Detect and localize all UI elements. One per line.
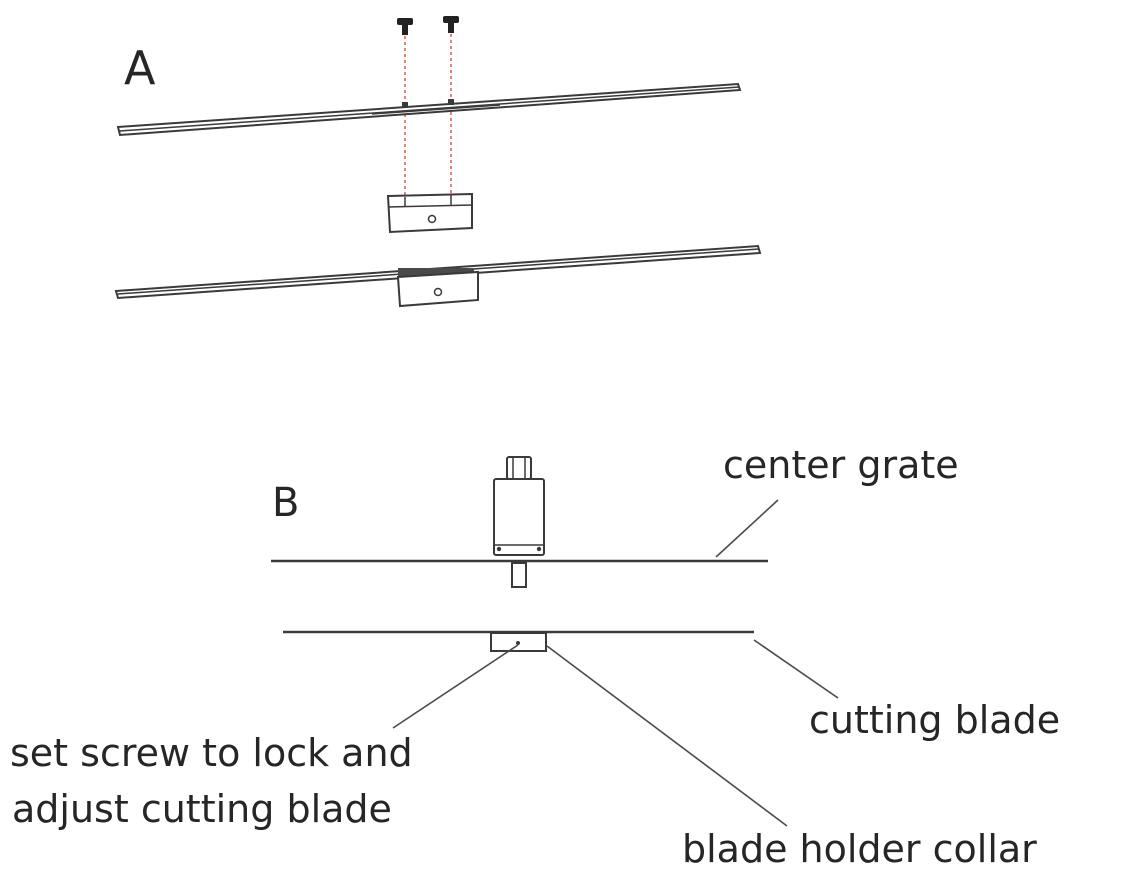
label-cutting-blade: cutting blade bbox=[809, 698, 1060, 742]
blade-holder-collar bbox=[490, 632, 547, 652]
label-center-grate: center grate bbox=[723, 443, 959, 487]
screw-right bbox=[443, 16, 459, 33]
panel-a: A bbox=[114, 16, 762, 308]
leader-set-screw bbox=[392, 644, 519, 729]
leader-cutting-blade bbox=[753, 639, 839, 699]
blade-exploded bbox=[116, 82, 742, 137]
leader-center-grate bbox=[715, 499, 779, 558]
collar-exploded bbox=[386, 192, 473, 234]
leader-blade-holder-collar bbox=[546, 645, 788, 827]
label-blade-holder-collar: blade holder collar bbox=[682, 827, 1037, 871]
motor bbox=[493, 456, 545, 588]
label-set-screw-line1: set screw to lock and bbox=[10, 731, 413, 775]
blade-assembled bbox=[114, 244, 762, 308]
label-set-screw-line2: adjust cutting blade bbox=[12, 787, 392, 831]
screw-left bbox=[397, 18, 413, 35]
panel-a-letter: A bbox=[124, 41, 156, 95]
panel-b: B center grate cutting blade set bbox=[10, 443, 1060, 871]
panel-b-letter: B bbox=[272, 480, 299, 526]
